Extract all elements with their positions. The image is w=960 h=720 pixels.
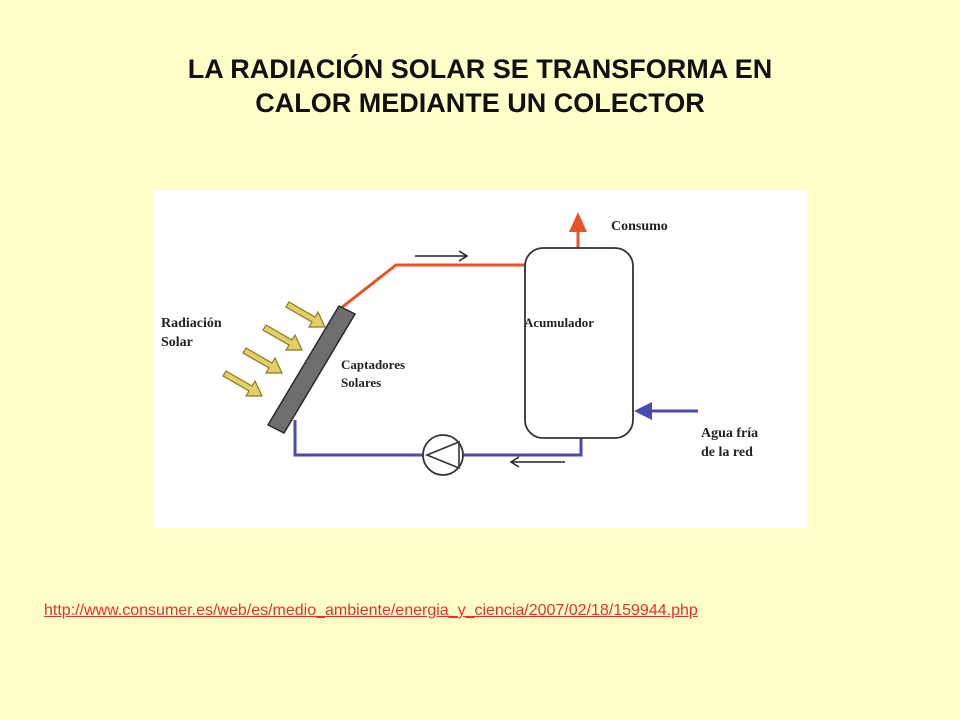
top-flow-arrow-icon: [415, 250, 469, 262]
accumulator-tank: [524, 247, 634, 439]
ray-arrow-icon: [222, 370, 263, 397]
ray-arrow-icon: [242, 347, 283, 374]
consumption-arrow-icon: [569, 212, 587, 232]
title-line-1: LA RADIACIÓN SOLAR SE TRANSFORMA EN: [187, 54, 773, 84]
ray-arrow-icon: [285, 301, 326, 328]
diagram-graphic: [222, 212, 698, 476]
consumo-label: Consumo: [611, 219, 668, 234]
agua-label-line-1: Agua fría: [701, 426, 759, 441]
acumulador-label: Acumulador: [524, 315, 595, 330]
solar-collector-diagram: Consumo Radiación Solar Acumulador Capta…: [153, 190, 807, 528]
radiacion-label-line-1: Radiación: [161, 316, 222, 331]
solar-panel: [266, 305, 357, 434]
title-line-2: CALOR MEDIANTE UN COLECTOR: [255, 88, 705, 118]
bottom-flow-arrow-icon: [509, 456, 565, 468]
solar-radiation-rays: [222, 301, 326, 397]
radiacion-solar-label: Radiación Solar: [161, 314, 222, 352]
source-link[interactable]: http://www.consumer.es/web/es/medio_ambi…: [44, 602, 698, 619]
ray-arrow-icon: [262, 324, 303, 351]
page-title: LA RADIACIÓN SOLAR SE TRANSFORMA EN CALO…: [80, 52, 880, 120]
radiacion-label-line-2: Solar: [161, 335, 193, 350]
pump-icon: [422, 434, 464, 476]
agua-fria-label: Agua fría de la red: [701, 424, 758, 462]
cold-inlet-arrow-icon: [634, 402, 652, 420]
captadores-label-line-1: Captadores: [341, 357, 406, 372]
hot-water-pipe: [340, 263, 525, 310]
captadores-label-line-2: Solares: [341, 375, 382, 390]
captadores-solares-label: Captadores Solares: [341, 356, 405, 392]
agua-label-line-2: de la red: [701, 445, 753, 460]
